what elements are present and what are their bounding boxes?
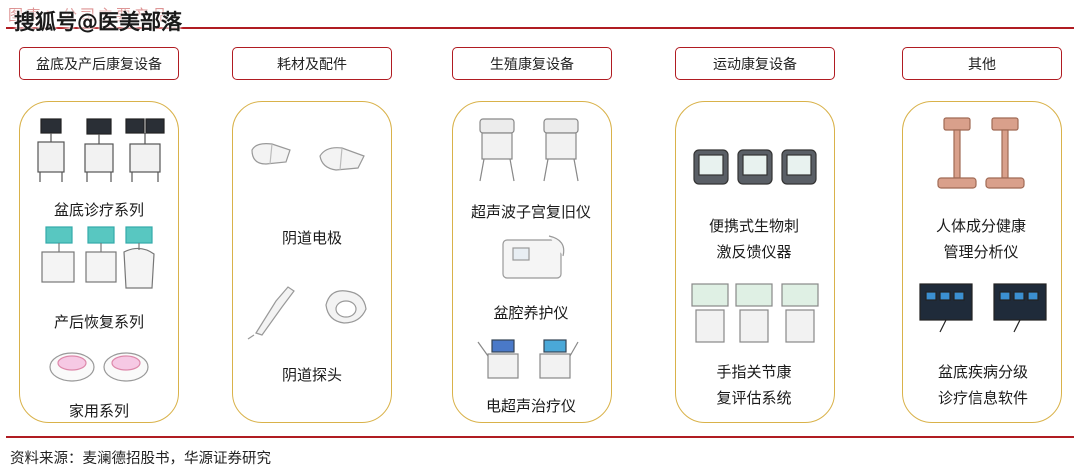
- label-vaginal-electrode: 阴道电极: [281, 229, 343, 247]
- label-biostim-line2: 激反馈仪器: [716, 243, 792, 261]
- top-divider: [6, 27, 1074, 29]
- category-consumables: 耗材及配件: [232, 47, 392, 80]
- label-body-line1: 人体成分健康: [935, 217, 1027, 235]
- label-electro-ultrasound: 电超声治疗仪: [485, 397, 577, 415]
- pelvic-nourish-image: [502, 235, 565, 279]
- label-pelvic-series: 盆底诊疗系列: [53, 201, 145, 219]
- bottom-divider: [6, 436, 1074, 438]
- source-note: 资料来源：麦澜德招股书，华源证券研究: [10, 451, 271, 467]
- category-reproductive: 生殖康复设备: [452, 47, 612, 80]
- label-body-line2: 管理分析仪: [943, 243, 1019, 261]
- vaginal-electrode-image: [251, 143, 365, 171]
- postpartum-device-image: [41, 226, 155, 289]
- faint-figure-title: 图表：公司主要产品: [8, 6, 171, 24]
- label-postpartum-series: 产后恢复系列: [53, 313, 145, 331]
- home-device-image: [49, 352, 149, 382]
- label-grading-line2: 诊疗信息软件: [937, 389, 1029, 407]
- finger-joint-device-image: [691, 283, 819, 343]
- label-pelvic-nourish: 盆腔养护仪: [493, 304, 569, 322]
- label-finger-line2: 复评估系统: [716, 389, 792, 407]
- category-pelvic-postpartum: 盆底及产后康复设备: [19, 47, 179, 80]
- pelvic-device-image: [37, 118, 165, 182]
- body-composition-image: [937, 117, 1025, 189]
- label-grading-line1: 盆底疾病分级: [937, 363, 1029, 381]
- uterine-ultrasound-image: [479, 118, 579, 182]
- category-sports: 运动康复设备: [675, 47, 835, 80]
- label-uterine-ultrasound: 超声波子宫复旧仪: [470, 203, 592, 221]
- biostim-device-image: [693, 149, 817, 185]
- category-other: 其他: [902, 47, 1062, 80]
- label-vaginal-probe: 阴道探头: [281, 366, 343, 384]
- label-finger-line1: 手指关节康: [716, 363, 792, 381]
- grading-software-image: [919, 283, 1047, 333]
- label-home-series: 家用系列: [68, 402, 130, 420]
- vaginal-probe-image: [247, 286, 367, 340]
- panel-other: [902, 101, 1062, 423]
- electro-ultrasound-image: [477, 339, 579, 379]
- watermark-text: 搜狐号@医美部落: [14, 10, 182, 34]
- label-biostim-line1: 便携式生物刺: [708, 217, 800, 235]
